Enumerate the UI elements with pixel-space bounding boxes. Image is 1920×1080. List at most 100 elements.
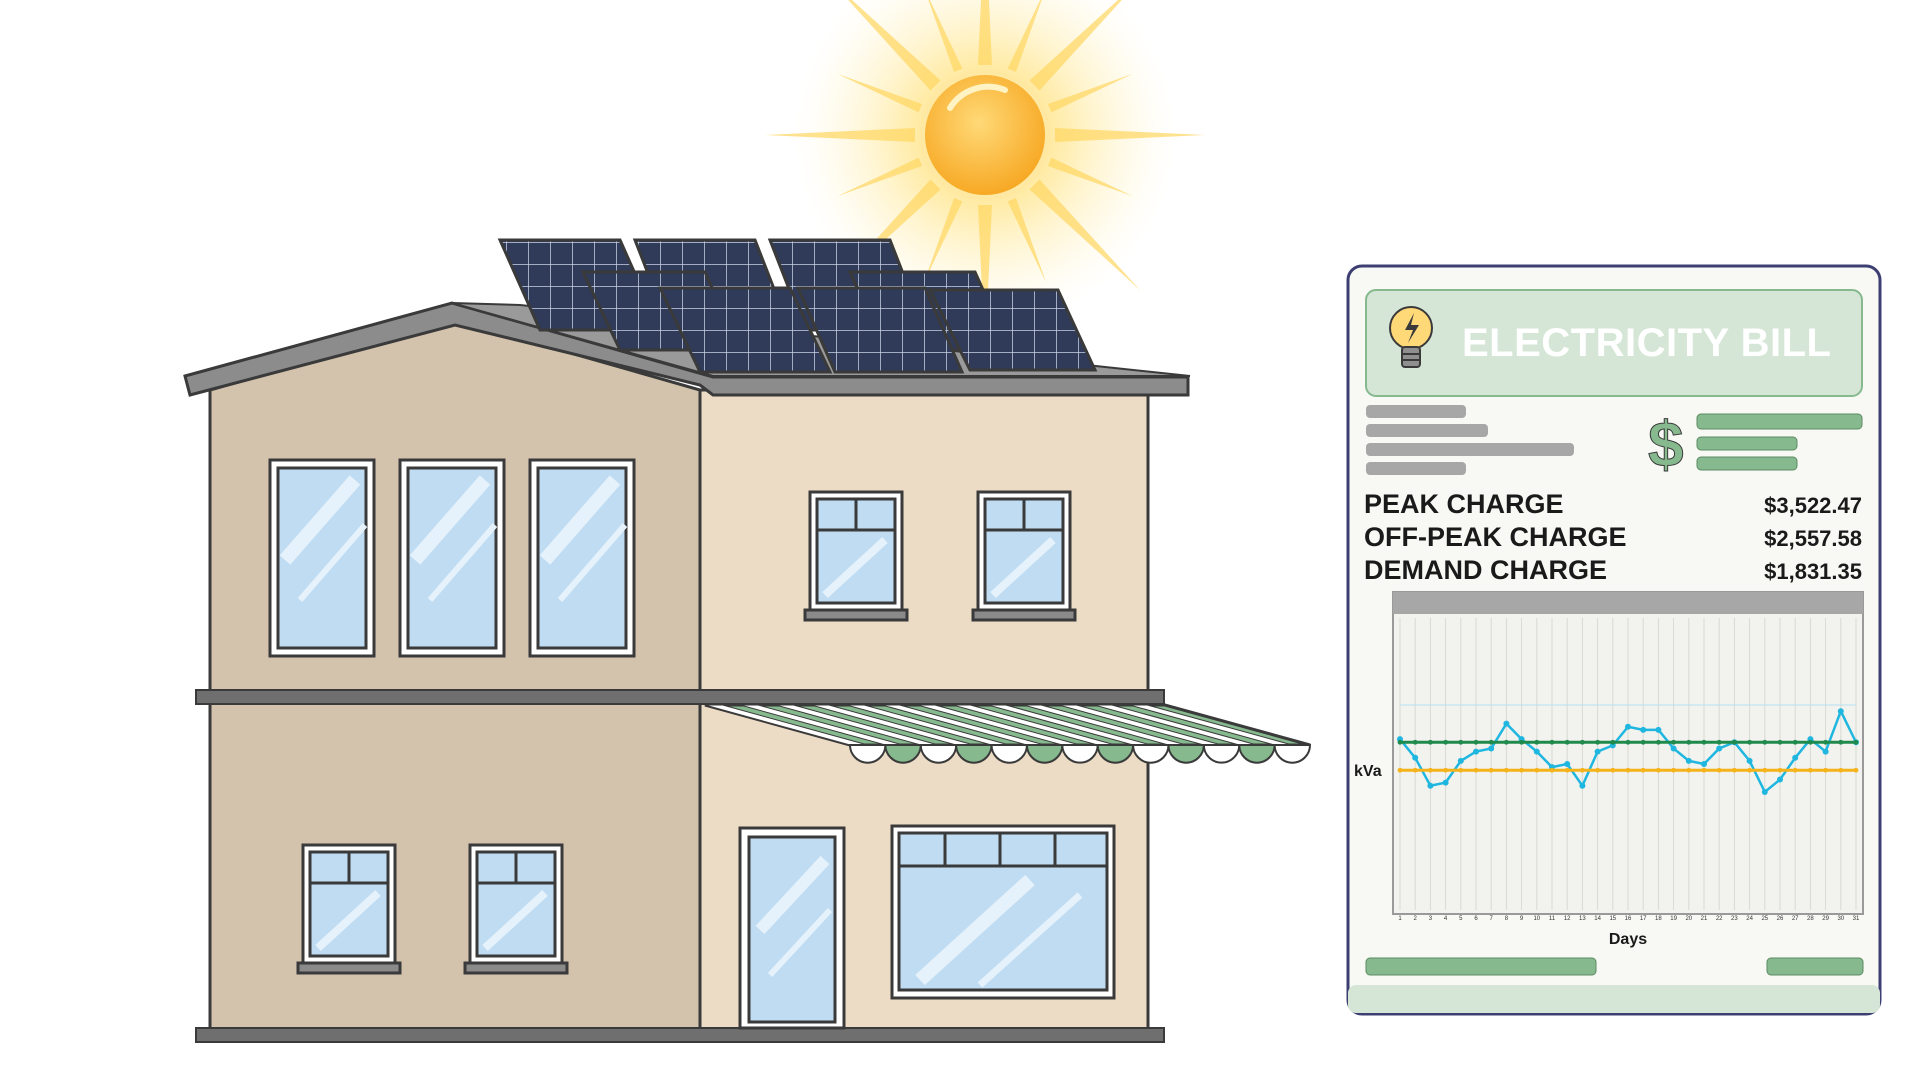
window-shop [890,824,1116,1000]
charge-amount-demand: $1,831.35 [1764,559,1862,584]
chart-point [1701,767,1707,773]
awning-scallop [1202,744,1241,764]
chart-tick-label: 15 [1609,916,1616,922]
chart-point [1823,767,1828,773]
window-lower-left [296,843,569,975]
chart-point [1595,767,1600,773]
chart-point [1610,767,1616,773]
chart-tick-label: 16 [1625,916,1632,922]
bill-title: ELECTRICITY BILL [1462,321,1831,365]
chart-point [1488,739,1494,745]
chart-point [1412,754,1419,761]
chart-point [1838,767,1844,773]
sun-ray [1047,73,1133,113]
chart-tick-label: 14 [1594,916,1601,922]
chart-point [1686,739,1692,745]
chart-point [1488,745,1495,752]
chart-point [1534,739,1540,745]
chart-point [1792,739,1798,745]
chart-tick-label: 3 [1429,916,1433,922]
chart-lines [1397,708,1859,795]
charges-list: PEAK CHARGE $3,522.47 OFF-PEAK CHARGE $2… [1364,489,1862,585]
window-upper-left [268,458,636,658]
chart-point [1671,767,1676,773]
chart-point [1701,739,1707,745]
chart-point [1595,739,1600,745]
chart-tick-label: 21 [1701,916,1708,922]
chart-point [1625,767,1631,773]
chart-point [1823,739,1828,745]
chart-point [1747,767,1752,773]
chart-tick-label: 27 [1792,916,1799,922]
sun-ray [978,0,992,65]
chart-point [1808,767,1813,773]
chart-point [1625,739,1631,745]
sun-ray [837,157,923,197]
chart-tick-label: 23 [1731,916,1738,922]
chart-point [1458,739,1464,745]
chart-point [1457,757,1464,764]
chart-tick-label: 1 [1398,916,1402,922]
chart-tick-label: 9 [1520,916,1524,922]
sun-ray [923,197,963,283]
house [183,238,1312,1043]
chart-point [1762,767,1768,773]
sun-ray [837,73,923,113]
chart-point [1686,767,1692,773]
chart-tick-label: 6 [1474,916,1478,922]
chart-tick-label: 11 [1549,916,1556,922]
chart-point [1762,739,1768,745]
chart-point [1716,739,1722,745]
chart-point [1837,708,1844,715]
dollar-icon: $ [1648,408,1684,480]
window-upper-right [803,490,1077,622]
chart-point [1428,767,1433,773]
chart-xlabel: Days [1609,931,1647,948]
solar-panels [497,238,1098,374]
chart-point [1701,761,1707,767]
chart-point [1473,739,1479,745]
chart-point [1443,767,1448,773]
chart-tick-label: 25 [1761,916,1768,922]
chart-point [1488,767,1494,773]
chart-point [1640,726,1647,733]
chart-point [1746,757,1753,764]
chart-tick-label: 29 [1822,916,1829,922]
footer-placeholder-bars [1365,957,1864,976]
house-wall-left [208,318,702,1032]
chart-point [1655,726,1662,733]
chart-point [1534,767,1540,773]
sun-ray [928,0,963,73]
floor-band-base [195,1027,1165,1043]
chart-point [1580,767,1585,773]
address-placeholder-bars [1366,405,1574,475]
chart-point [1549,739,1555,745]
chart-point [1610,739,1616,745]
chart-point [1579,782,1586,789]
floor-band-upper [195,689,1165,705]
chart-point [1443,739,1448,745]
chart-point [1808,739,1813,745]
chart-point [1670,745,1677,752]
awning [704,703,1312,764]
chart-tick-label: 28 [1807,916,1814,922]
chart-point [1397,739,1403,745]
chart-point [1732,739,1737,745]
chart-tick-label: 20 [1685,916,1692,922]
chart-tick-label: 7 [1490,916,1494,922]
chart-tick-label: 18 [1655,916,1662,922]
chart-ylabel: kVa [1354,763,1382,780]
chart-point [1761,788,1768,795]
chart-point [1564,761,1571,767]
charge-label-peak: PEAK CHARGE [1364,489,1564,519]
chart-point [1656,767,1661,773]
chart-tick-label: 10 [1533,916,1540,922]
chart-point [1519,767,1524,773]
chart-point [1503,720,1510,727]
chart-point [1640,767,1646,773]
chart-grid [1399,618,1857,910]
sun-ray [1047,157,1133,197]
